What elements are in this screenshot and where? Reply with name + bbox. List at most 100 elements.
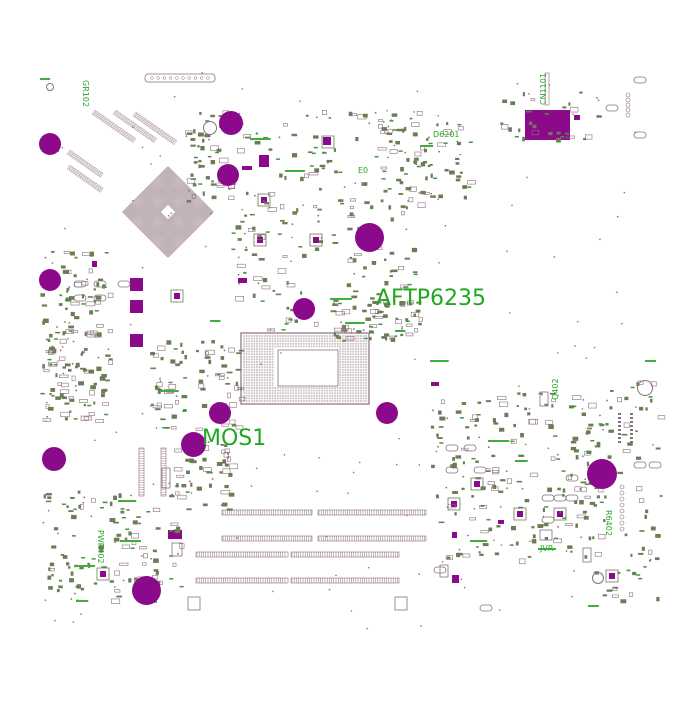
connector-pin	[91, 181, 96, 188]
central-chip-ball	[326, 387, 329, 389]
connector-pin	[118, 113, 124, 120]
smd-component	[69, 399, 75, 402]
central-chip-ball	[308, 394, 310, 397]
smd-component	[155, 571, 159, 575]
bga-ball	[149, 185, 152, 188]
bga-ball	[169, 190, 171, 193]
bga-ball	[171, 229, 173, 232]
central-chip-ball	[339, 392, 342, 395]
central-chip-ball	[357, 342, 360, 345]
bga-ball	[174, 181, 176, 184]
central-chip-ball	[263, 345, 266, 348]
central-chip-ball	[256, 353, 258, 356]
bga-ball	[131, 206, 133, 208]
bga-ball	[175, 194, 177, 197]
silk-mark	[638, 577, 643, 580]
bga-ball	[195, 225, 198, 228]
central-chip-ball	[266, 348, 269, 350]
via	[350, 610, 353, 612]
via	[260, 363, 262, 365]
bga-ball	[129, 214, 131, 216]
via	[278, 136, 281, 139]
bga-ball	[178, 177, 181, 179]
via	[243, 232, 246, 235]
central-chip-ball	[326, 337, 329, 340]
bga-ball	[166, 234, 168, 237]
bga-ball	[183, 194, 186, 197]
smd-component	[65, 307, 68, 310]
central-chip-ball	[274, 389, 277, 392]
smd-component	[221, 364, 228, 368]
connector-pin	[98, 187, 104, 193]
bga-ball	[151, 214, 154, 216]
bga-ball	[170, 226, 172, 229]
bga-ball	[151, 232, 154, 235]
central-chip-ball	[300, 400, 303, 402]
smd-outline	[277, 268, 287, 274]
central-chip-ball	[305, 394, 308, 397]
bga-ball	[176, 245, 178, 247]
via	[318, 456, 321, 459]
bga-ball	[171, 172, 173, 174]
smd-component	[401, 128, 405, 133]
central-chip-ball	[263, 371, 266, 374]
bga-ball	[168, 220, 170, 222]
pin-header	[618, 425, 621, 427]
smd-component	[528, 121, 533, 126]
bga-ball	[183, 225, 186, 228]
bga-ball	[132, 207, 134, 209]
smd-outline	[84, 369, 89, 374]
central-chip-ball	[328, 335, 331, 337]
central-chip-ball	[339, 376, 342, 379]
bga-ball	[165, 225, 167, 228]
bga-ball	[141, 216, 144, 218]
central-chip-ball	[341, 348, 344, 350]
central-chip-ball	[354, 340, 357, 343]
central-chip-ball	[258, 345, 261, 348]
bga-ball	[163, 174, 165, 176]
bga-ball	[173, 198, 175, 201]
via	[444, 224, 447, 227]
bga-ball	[160, 249, 162, 251]
central-chip-ball	[310, 394, 313, 397]
smd-component	[128, 578, 132, 583]
central-chip-ball	[256, 371, 258, 374]
central-chip-ball	[354, 392, 357, 395]
oval-pad	[479, 604, 493, 612]
via	[241, 208, 243, 211]
smd-component	[407, 158, 410, 162]
bga-ball	[176, 189, 178, 192]
bga-ball	[175, 188, 177, 191]
bga-ball	[184, 208, 187, 210]
smd-component	[400, 166, 404, 172]
smd-component	[645, 509, 649, 514]
silk-mark	[120, 508, 125, 510]
central-chip-ball	[349, 371, 352, 374]
bga-ball	[133, 214, 135, 216]
central-chip-ball	[271, 366, 274, 369]
bga-ball	[171, 176, 173, 178]
bga-ball	[205, 204, 207, 206]
bga-ball	[171, 205, 173, 207]
bga-ball	[178, 195, 181, 198]
bga-ball	[176, 247, 178, 249]
bga-ball	[166, 195, 168, 198]
bga-ball	[180, 185, 183, 188]
bga-ball	[176, 224, 178, 227]
bga-ball	[132, 213, 134, 215]
central-chip-ball	[271, 381, 274, 384]
smd-component	[197, 132, 204, 137]
smd-outline	[370, 309, 380, 314]
bga-ball	[171, 244, 173, 246]
smd-component	[312, 135, 319, 139]
central-chip-ball	[248, 337, 251, 340]
bga-ball	[164, 169, 166, 171]
central-chip-ball	[318, 389, 321, 392]
bga-ball	[149, 208, 152, 210]
bga-ball	[174, 202, 176, 204]
bga-ball	[166, 202, 168, 204]
silk-reference	[210, 320, 221, 322]
bga-ball	[199, 220, 201, 222]
bga-ball	[134, 215, 136, 217]
bga-ball	[162, 238, 164, 241]
